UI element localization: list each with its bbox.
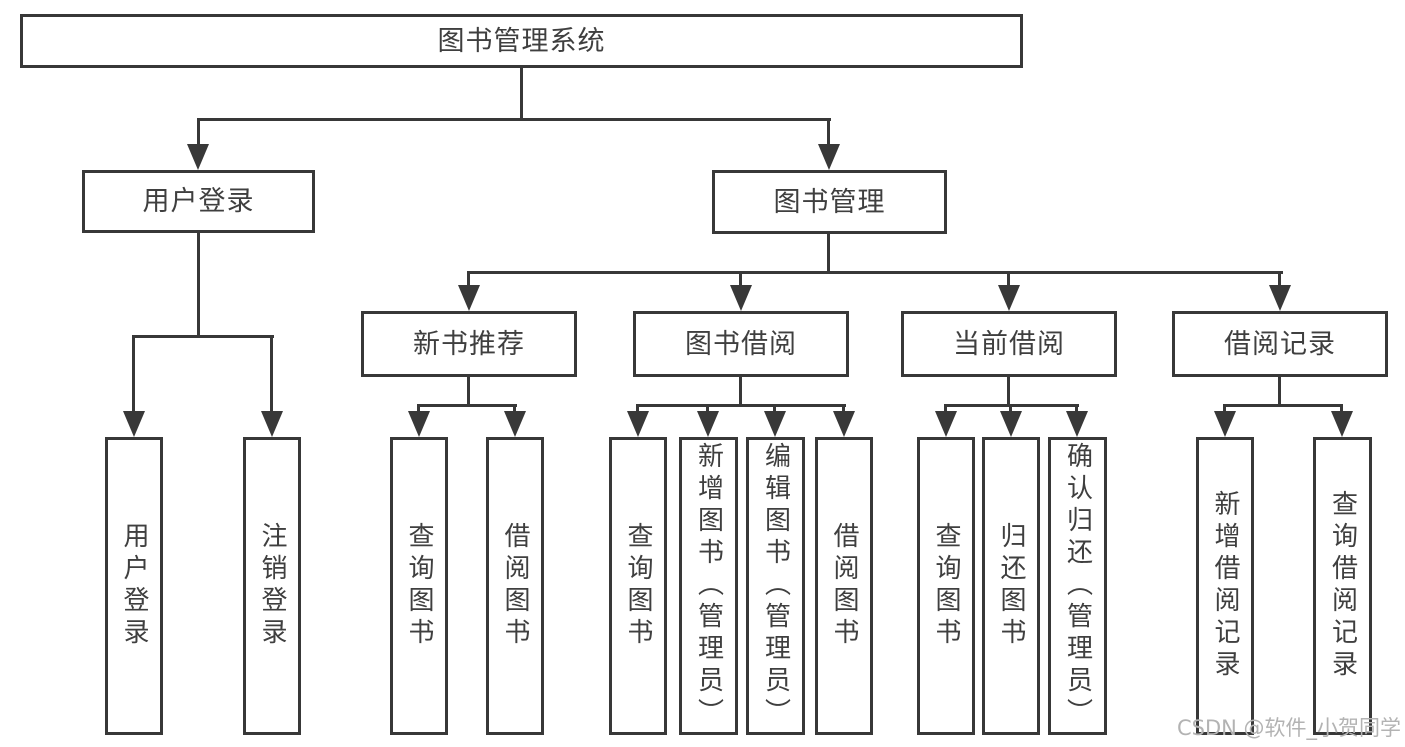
arrowhead-to-borrow-records <box>1269 285 1291 311</box>
leaf-borrow-edit-books-admin-label: 编辑图书（管理员） <box>760 442 791 730</box>
connector-stem-cb-confirm <box>1075 404 1078 413</box>
connector-stem-br-query <box>1340 404 1343 413</box>
connector-level2-rail <box>197 118 831 121</box>
connector-stem-bb-edit <box>773 404 776 413</box>
connector-stem-cb-query <box>944 404 947 413</box>
arrowhead-to-bb-borrow <box>833 411 855 437</box>
arrowhead-to-bb-add <box>697 411 719 437</box>
arrowhead-to-book-borrow <box>730 285 752 311</box>
csdn-watermark: CSDN @软件_小贺同学 <box>1177 716 1402 740</box>
leaf-newbook-query-books-label: 查询图书 <box>404 522 434 650</box>
leaf-user-login-label: 用户登录 <box>119 522 149 650</box>
connector-root-feed <box>520 68 523 118</box>
connector-stem-bb-borrow <box>842 404 845 413</box>
connector-current-borrow-feed <box>1007 377 1010 404</box>
arrowhead-to-current-borrow <box>998 285 1020 311</box>
leaf-borrow-edit-books-admin: 编辑图书（管理员） <box>746 437 805 735</box>
connector-user-login-feed <box>197 233 200 335</box>
leaf-user-login: 用户登录 <box>105 437 163 735</box>
node-book-borrow: 图书借阅 <box>633 311 849 377</box>
leaf-current-return-books-label: 归还图书 <box>996 522 1026 650</box>
connector-new-book-rail <box>417 404 517 407</box>
leaf-records-add-record-label: 新增借阅记录 <box>1210 490 1240 682</box>
leaf-current-return-books: 归还图书 <box>982 437 1040 735</box>
leaf-borrow-borrow-books: 借阅图书 <box>815 437 873 735</box>
node-root-label: 图书管理系统 <box>437 25 606 57</box>
arrowhead-to-cb-return <box>1000 411 1022 437</box>
node-book-borrow-label: 图书借阅 <box>685 328 797 360</box>
connector-stem-book-borrow <box>739 271 742 287</box>
arrowhead-to-nb-query <box>408 411 430 437</box>
connector-stem-nb-borrow <box>513 404 516 413</box>
connector-book-borrow-feed <box>739 377 742 404</box>
connector-stem-cb-return <box>1009 404 1012 413</box>
arrowhead-to-book-management <box>818 144 840 170</box>
connector-stem-book-management <box>827 118 830 146</box>
leaf-logout: 注销登录 <box>243 437 301 735</box>
node-user-login-group: 用户登录 <box>82 170 315 233</box>
connector-stem-user-login <box>197 118 200 146</box>
leaf-logout-label: 注销登录 <box>257 522 287 650</box>
connector-level3-rail <box>467 271 1283 274</box>
connector-book-borrow-rail <box>636 404 846 407</box>
node-user-login-group-label: 用户登录 <box>142 186 255 217</box>
leaf-borrow-add-books-admin-label: 新增图书（管理员） <box>693 442 724 730</box>
leaf-current-query-books-label: 查询图书 <box>931 522 961 650</box>
leaf-borrow-borrow-books-label: 借阅图书 <box>829 522 859 650</box>
arrowhead-to-bb-edit <box>764 411 786 437</box>
connector-borrow-records-rail <box>1223 404 1343 407</box>
leaf-newbook-query-books: 查询图书 <box>390 437 448 735</box>
connector-stem-bb-query <box>636 404 639 413</box>
node-book-management-label: 图书管理 <box>773 186 886 218</box>
leaf-records-query-record-label: 查询借阅记录 <box>1327 490 1358 682</box>
node-book-management: 图书管理 <box>712 170 947 234</box>
connector-new-book-feed <box>467 377 470 404</box>
connector-user-login-rail <box>132 335 274 338</box>
connector-stem-nb-query <box>417 404 420 413</box>
node-borrow-records-label: 借阅记录 <box>1224 328 1336 360</box>
connector-stem-borrow-records <box>1278 271 1281 287</box>
leaf-borrow-add-books-admin: 新增图书（管理员） <box>679 437 738 735</box>
node-root: 图书管理系统 <box>20 14 1023 68</box>
leaf-current-confirm-return-admin: 确认归还（管理员） <box>1048 437 1107 735</box>
leaf-borrow-query-books-label: 查询图书 <box>623 522 653 650</box>
node-current-borrow-label: 当前借阅 <box>953 328 1065 360</box>
arrowhead-to-br-add <box>1214 411 1236 437</box>
connector-stem-new-book <box>467 271 470 287</box>
leaf-borrow-query-books: 查询图书 <box>609 437 667 735</box>
arrowhead-to-bb-query <box>627 411 649 437</box>
arrowhead-to-cb-confirm <box>1066 411 1088 437</box>
leaf-current-confirm-return-admin-label: 确认归还（管理员） <box>1062 442 1093 730</box>
arrowhead-to-leaf-user-login <box>123 411 145 437</box>
arrowhead-to-cb-query <box>935 411 957 437</box>
leaf-records-add-record: 新增借阅记录 <box>1196 437 1254 735</box>
connector-stem-current-borrow <box>1007 271 1010 287</box>
leaf-newbook-borrow-books-label: 借阅图书 <box>500 522 530 650</box>
leaf-records-query-record: 查询借阅记录 <box>1313 437 1372 735</box>
node-new-book-recommend: 新书推荐 <box>361 311 577 377</box>
connector-stem-leaf-logout <box>270 335 273 413</box>
arrowhead-to-new-book <box>458 285 480 311</box>
connector-book-management-feed <box>827 234 830 271</box>
connector-stem-br-add <box>1223 404 1226 413</box>
node-borrow-records: 借阅记录 <box>1172 311 1388 377</box>
arrowhead-to-user-login <box>187 144 209 170</box>
node-new-book-recommend-label: 新书推荐 <box>413 328 525 360</box>
connector-stem-leaf-user-login <box>132 335 135 413</box>
leaf-newbook-borrow-books: 借阅图书 <box>486 437 544 735</box>
arrowhead-to-br-query <box>1331 411 1353 437</box>
arrowhead-to-nb-borrow <box>504 411 526 437</box>
connector-stem-bb-add <box>706 404 709 413</box>
leaf-current-query-books: 查询图书 <box>917 437 975 735</box>
arrowhead-to-leaf-logout <box>261 411 283 437</box>
connector-borrow-records-feed <box>1278 377 1281 404</box>
node-current-borrow: 当前借阅 <box>901 311 1117 377</box>
